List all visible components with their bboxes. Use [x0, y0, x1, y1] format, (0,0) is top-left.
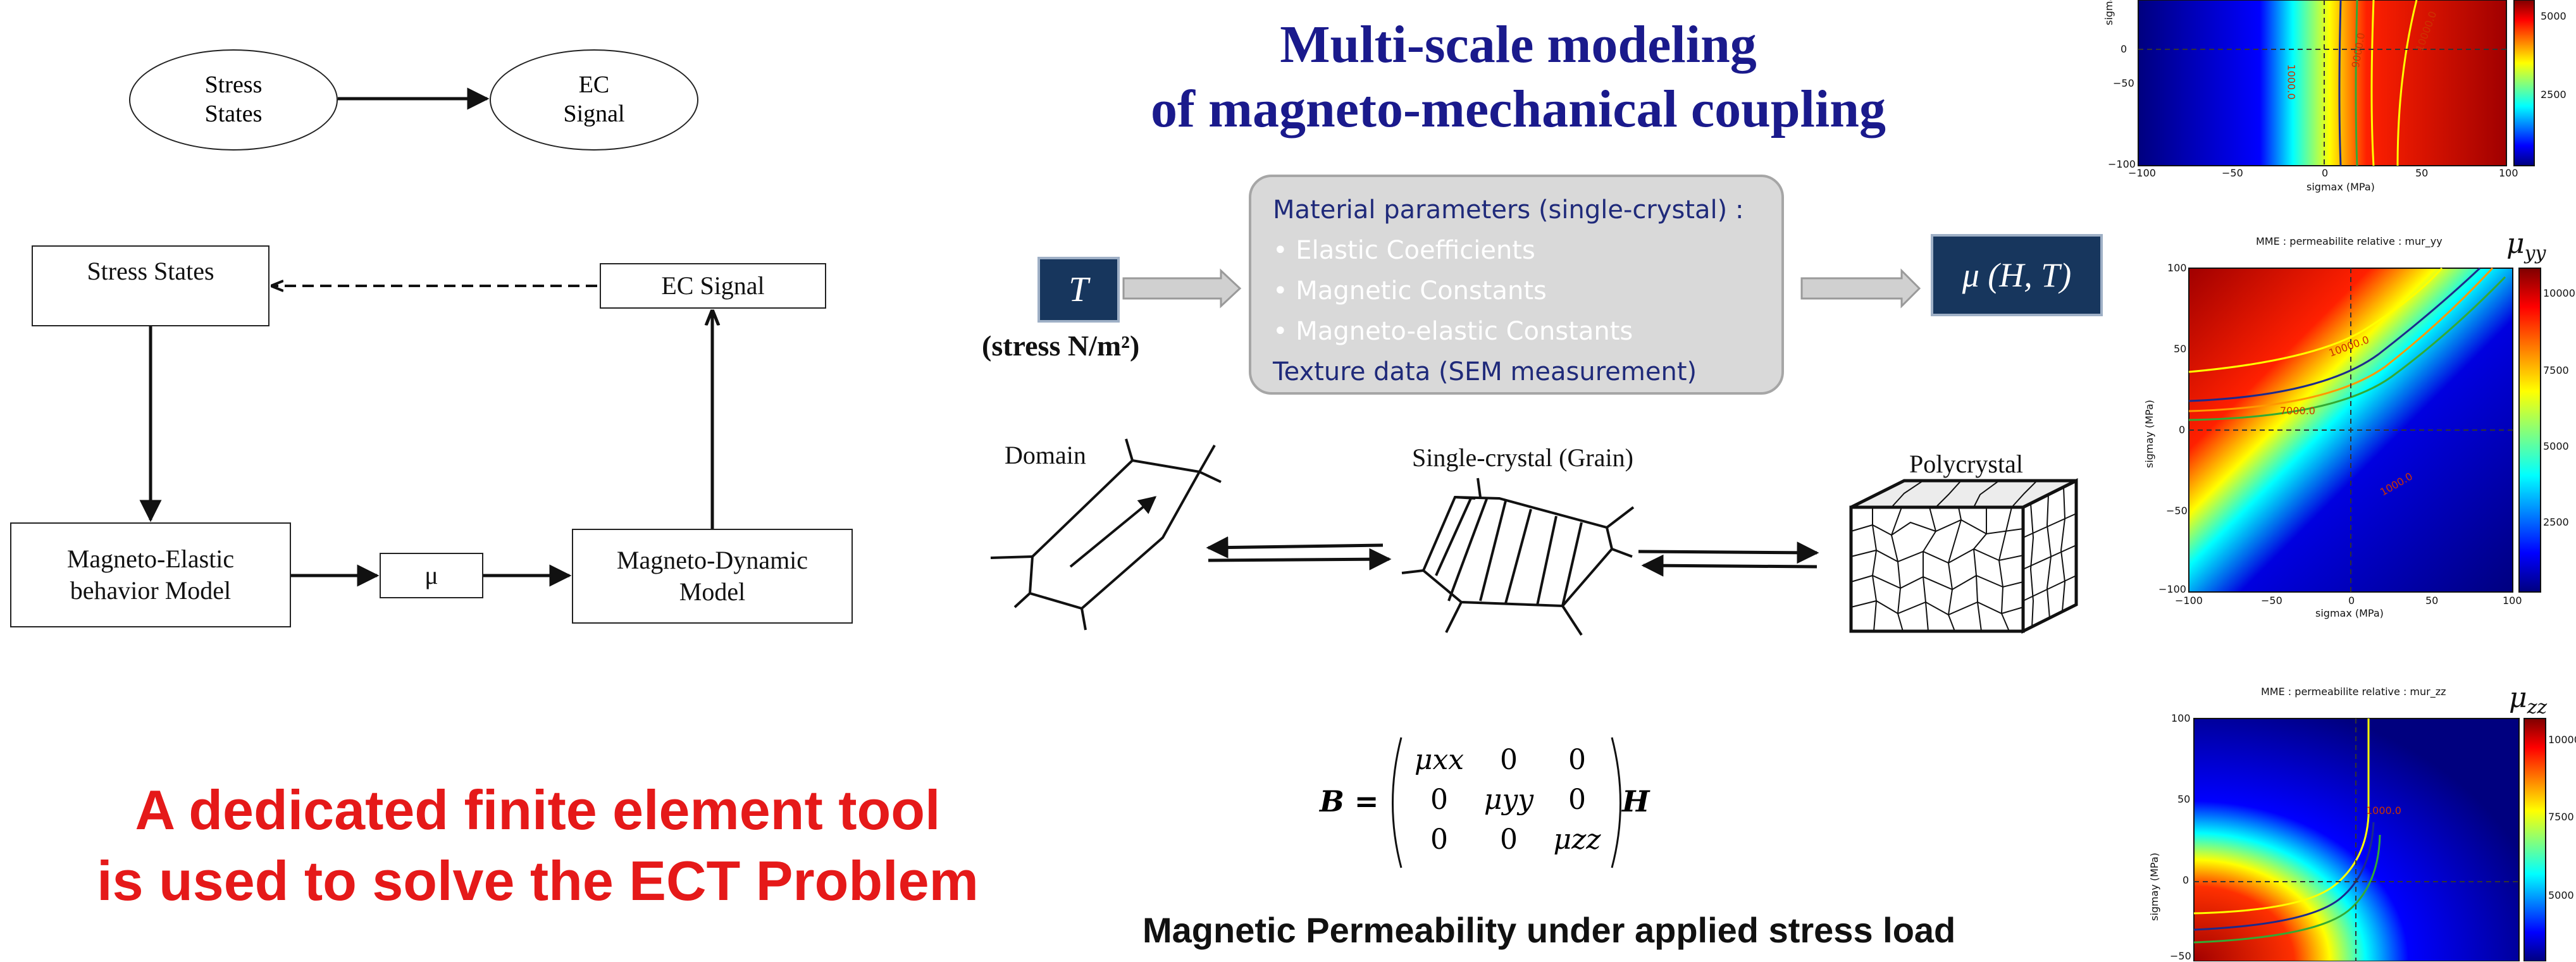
hm1-cbar-tick-1: 2500 — [2541, 89, 2567, 101]
hm1-xtick-3: 50 — [2415, 167, 2429, 179]
hm2-ytick-0: 100 — [2167, 262, 2187, 274]
hm2-ytick-3: −50 — [2166, 505, 2188, 517]
heatmap-xx-colorbar — [2513, 0, 2535, 166]
matrix-cell: μyy — [1483, 784, 1534, 816]
hm3-ytick-1: 50 — [2177, 793, 2191, 805]
crystal-poly-arrows — [1638, 541, 1819, 577]
material-item-magnetoelastic: • Magneto-elastic Constants — [1273, 317, 1633, 346]
heatmap-yy-contours — [2188, 267, 2506, 421]
hm1-contour-label-0: 1000.0 — [2285, 64, 2298, 100]
hm2-xtick-0: −100 — [2175, 595, 2203, 607]
hm2-mu-label: μyy — [2506, 228, 2546, 264]
stress-states-box: Stress States — [32, 245, 269, 326]
stress-input-caption: (stress N/m²) — [982, 330, 1140, 362]
heatmap-zz-contours — [2193, 718, 2381, 944]
single-crystal-sketch — [1401, 478, 1635, 636]
domain-label: Domain — [1005, 441, 1086, 469]
matrix-cell: 0 — [1568, 744, 1586, 776]
stress-input-box: T — [1037, 257, 1120, 323]
domain-sketch — [990, 438, 1222, 631]
title-line-2: of magneto-mechanical coupling — [1151, 80, 1886, 139]
hm3-ylabel: sigmay (MPa) — [2148, 853, 2160, 921]
hm2-ytick-4: −100 — [2158, 583, 2186, 595]
hm3-ytick-3: −50 — [2170, 950, 2191, 962]
polycrystal-sketch — [1849, 478, 2078, 634]
hm2-cbar-tick-3: 2500 — [2543, 516, 2569, 528]
hm3-mu-label: μzz — [2509, 682, 2548, 718]
output-block-arrow — [1800, 268, 1921, 309]
hm2-xtick-4: 100 — [2503, 595, 2522, 607]
hm2-ytick-2: 0 — [2179, 424, 2186, 436]
heatmap-yy-colorbar — [2518, 268, 2541, 593]
heatmap-xx-contours — [2338, 0, 2418, 166]
hm1-ytick-0: 0 — [2121, 43, 2127, 55]
magneto-elastic-box: Magneto-Elastic behavior Model — [10, 522, 291, 627]
hm2-cbar-tick-0: 10000 — [2543, 287, 2575, 299]
matrix-cell: μxx — [1414, 744, 1464, 776]
hm2-contour-label-1: 7000.0 — [2280, 405, 2315, 417]
hm1-xtick-1: −50 — [2222, 167, 2243, 179]
hm2-xtick-3: 50 — [2425, 595, 2439, 607]
hm3-title: MME : permeabilite relative : mur_zz — [2261, 686, 2446, 698]
conclusion-line-1: A dedicated finite element tool — [135, 779, 941, 841]
conclusion-line-2: is used to solve the ECT Problem — [97, 849, 979, 912]
hm3-cbar-tick-1: 7500 — [2548, 811, 2574, 823]
hm3-contour-label-0: 1000.0 — [2366, 805, 2401, 817]
equation-matrix: μxx 0 0 0 μyy 0 0 0 μzz — [1404, 744, 1611, 856]
matrix-cell: 0 — [1500, 744, 1518, 776]
hm1-xtick-4: 100 — [2499, 167, 2518, 179]
hm2-xtick-2: 0 — [2348, 595, 2355, 607]
matrix-cell: μzz — [1553, 823, 1601, 856]
single-crystal-label: Single-crystal (Grain) — [1412, 443, 1633, 472]
hm2-xtick-1: −50 — [2261, 595, 2282, 607]
matrix-cell: 0 — [1568, 784, 1586, 816]
material-item-elastic: • Elastic Coefficients — [1273, 236, 1535, 265]
permeability-caption: Magnetic Permeability under applied stre… — [1142, 910, 1956, 950]
hm1-xtick-2: 0 — [2322, 167, 2329, 179]
heatmap-zz-colorbar — [2523, 718, 2546, 961]
hm2-ytick-1: 50 — [2174, 343, 2187, 355]
matrix-cell: 0 — [1430, 823, 1448, 856]
ec-signal-box: EC Signal — [600, 263, 826, 309]
hm2-title: MME : permeabilite relative : mur_yy — [2256, 235, 2443, 247]
hm2-cbar-tick-2: 5000 — [2543, 440, 2569, 452]
mu-box: μ — [380, 553, 483, 598]
hm3-ytick-0: 100 — [2171, 712, 2191, 724]
stress-states-ellipse: Stress States — [129, 49, 338, 151]
hm1-ylabel: sigmay (MPa) — [2103, 0, 2115, 25]
hm2-cbar-tick-1: 7500 — [2543, 364, 2569, 376]
magneto-dynamic-box: Magneto-Dynamic Model — [572, 529, 853, 624]
hm1-ytick-2: −100 — [2108, 158, 2136, 170]
polycrystal-label: Polycrystal — [1909, 450, 2023, 478]
hm1-cbar-tick-0: 5000 — [2541, 10, 2567, 22]
material-footer: Texture data (SEM measurement) — [1273, 357, 1697, 386]
hm3-cbar-tick-2: 5000 — [2548, 889, 2574, 901]
hm3-ytick-2: 0 — [2183, 874, 2189, 886]
hm2-ylabel: sigmay (MPa) — [2143, 400, 2155, 468]
permeability-output-box: μ (H, T) — [1931, 234, 2103, 316]
hm3-cbar-tick-0: 10000 — [2548, 734, 2576, 746]
material-parameters-box: Material parameters (single-crystal) : •… — [1249, 175, 1784, 395]
domain-crystal-arrows — [1206, 536, 1392, 570]
hm1-xlabel: sigmax (MPa) — [2307, 181, 2375, 193]
equation-rhs: H — [1622, 784, 1650, 818]
material-header: Material parameters (single-crystal) : — [1273, 195, 1744, 225]
ec-signal-ellipse: EC Signal — [490, 49, 698, 151]
matrix-cell: 0 — [1500, 823, 1518, 856]
input-block-arrow — [1122, 268, 1242, 309]
equation-lhs: B = — [1320, 784, 1379, 818]
hm1-ytick-1: −50 — [2113, 77, 2134, 89]
hm2-xlabel: sigmax (MPa) — [2315, 607, 2384, 619]
material-item-magnetic: • Magnetic Constants — [1273, 276, 1547, 305]
title-line-1: Multi-scale modeling — [1280, 15, 1757, 74]
heatmap-xx-plot — [2138, 0, 2507, 166]
matrix-cell: 0 — [1430, 784, 1448, 816]
hm1-xtick-0: −100 — [2128, 167, 2156, 179]
